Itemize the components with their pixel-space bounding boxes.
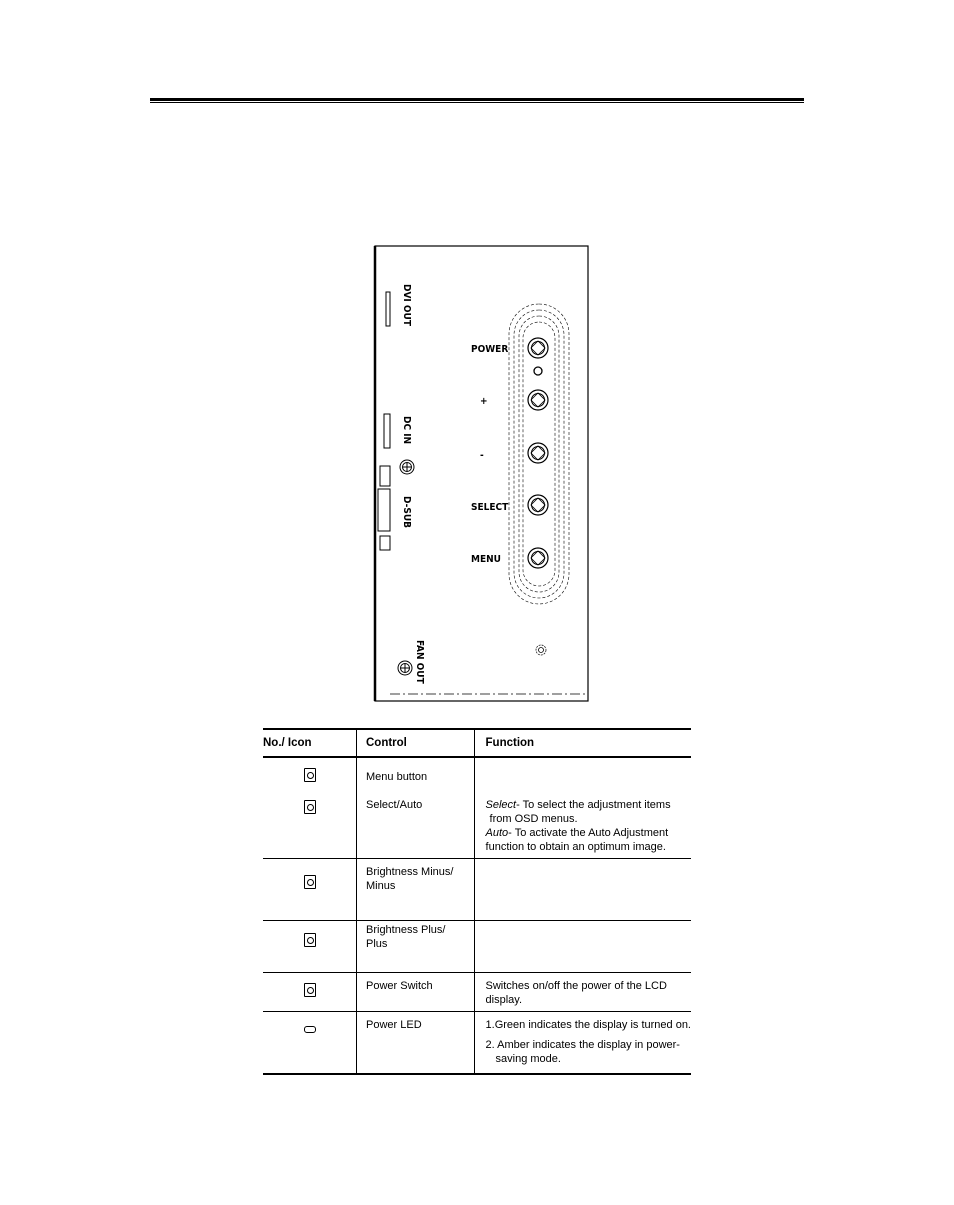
power-led bbox=[533, 366, 543, 376]
control-line-2: Minus bbox=[366, 880, 396, 892]
function-cell: Switches on/off the power of the LCD dis… bbox=[474, 972, 691, 1012]
function-line-2: display. bbox=[485, 994, 523, 1006]
header-no-icon: No./ Icon bbox=[263, 728, 357, 758]
function-line-1: Switches on/off the power of the LCD bbox=[485, 980, 667, 992]
control-line-1: Brightness Minus/ bbox=[366, 866, 454, 878]
table-row-menu: Menu button bbox=[263, 757, 691, 790]
control-cell: Power LED bbox=[356, 1011, 475, 1075]
menu-label: MENU bbox=[471, 554, 501, 565]
power-label: POWER bbox=[471, 344, 508, 355]
control-cell: Power Switch bbox=[356, 972, 475, 1012]
button-icon bbox=[303, 768, 316, 782]
function-cell bbox=[474, 920, 691, 973]
auto-term: Auto bbox=[485, 827, 509, 839]
table-row-select: Select/Auto Select- To select the adjust… bbox=[263, 790, 691, 859]
button-icon bbox=[303, 983, 316, 997]
dvi-out-label: DVI OUT bbox=[401, 284, 412, 327]
function-cell: Select- To select the adjustment items f… bbox=[474, 790, 691, 859]
dc-in-screw-icon bbox=[399, 459, 415, 475]
button-icon bbox=[303, 875, 316, 889]
monitor-side-view-diagram: DVI OUT DC IN D-SUB FAN OUT POWER + - SE bbox=[370, 244, 592, 704]
function-item-2-line-2: saving mode. bbox=[495, 1053, 561, 1065]
control-cell: Brightness Plus/ Plus bbox=[356, 920, 475, 973]
button-icon bbox=[303, 800, 316, 814]
auto-desc-2: function to obtain an optimum image. bbox=[485, 841, 666, 853]
function-item-1: 1.Green indicates the display is turned … bbox=[485, 1019, 691, 1031]
control-cell: Brightness Minus/ Minus bbox=[356, 858, 475, 921]
fan-out-screw-icon bbox=[397, 660, 413, 676]
d-sub-label: D-SUB bbox=[401, 496, 412, 528]
led-icon bbox=[303, 1026, 316, 1033]
controls-table: No./ Icon Control Function Menu button S… bbox=[263, 728, 691, 1075]
plus-label: + bbox=[480, 396, 488, 407]
control-cell: Menu button bbox=[356, 757, 475, 790]
function-cell bbox=[474, 757, 691, 790]
select-label: SELECT bbox=[471, 502, 509, 513]
plus-button[interactable] bbox=[527, 389, 549, 411]
select-term: Select bbox=[485, 799, 517, 811]
auto-desc: - To activate the Auto Adjustment bbox=[508, 827, 669, 839]
button-bezel bbox=[508, 303, 570, 605]
function-cell bbox=[474, 858, 691, 921]
minus-label: - bbox=[480, 450, 484, 461]
power-button[interactable] bbox=[527, 337, 549, 359]
select-desc-2: from OSD menus. bbox=[489, 813, 578, 825]
table-row-brightness-plus: Brightness Plus/ Plus bbox=[263, 920, 691, 973]
minus-button[interactable] bbox=[527, 442, 549, 464]
fan-out-label: FAN OUT bbox=[414, 640, 425, 685]
table-row-power-led: Power LED 1.Green indicates the display … bbox=[263, 1011, 691, 1075]
control-cell: Select/Auto bbox=[356, 790, 475, 859]
header-rule-thick bbox=[150, 98, 804, 101]
header-rule-thin bbox=[150, 102, 804, 103]
function-cell: 1.Green indicates the display is turned … bbox=[474, 1011, 691, 1075]
select-desc: - To select the adjustment items bbox=[516, 799, 671, 811]
sensor-hole-icon bbox=[535, 644, 547, 656]
button-icon bbox=[303, 933, 316, 947]
control-line-2: Plus bbox=[366, 938, 388, 950]
control-line-1: Brightness Plus/ bbox=[366, 924, 446, 936]
table-row-brightness-minus: Brightness Minus/ Minus bbox=[263, 858, 691, 921]
menu-button[interactable] bbox=[527, 547, 549, 569]
table-row-power-switch: Power Switch Switches on/off the power o… bbox=[263, 972, 691, 1012]
function-item-2-line-1: 2. Amber indicates the display in power- bbox=[485, 1039, 680, 1051]
dc-in-label: DC IN bbox=[401, 416, 412, 444]
select-button[interactable] bbox=[527, 494, 549, 516]
header-function: Function bbox=[474, 728, 691, 758]
header-control: Control bbox=[356, 728, 475, 758]
